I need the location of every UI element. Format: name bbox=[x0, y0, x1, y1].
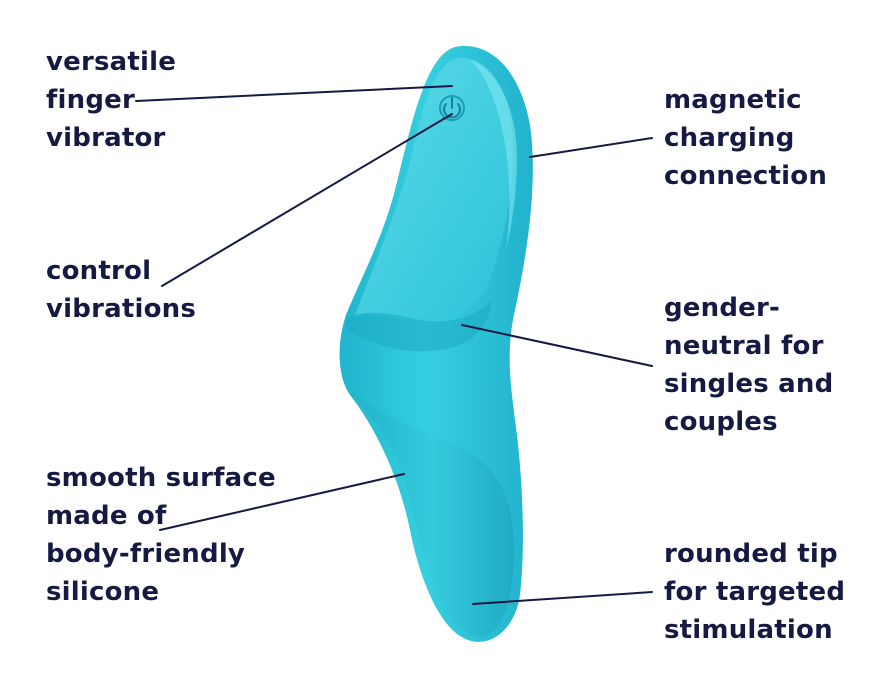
product-lip bbox=[346, 300, 492, 352]
leader-versatile bbox=[135, 85, 453, 102]
label-line: charging bbox=[664, 123, 795, 153]
label-line: gender- bbox=[664, 293, 781, 323]
label-control: control vibrations bbox=[46, 252, 196, 328]
label-line: control bbox=[46, 256, 152, 286]
label-line: vibrator bbox=[46, 123, 166, 153]
label-line: rounded tip bbox=[664, 539, 838, 569]
power-icon[interactable] bbox=[439, 95, 465, 121]
product-cradle bbox=[354, 57, 513, 321]
label-line: neutral for bbox=[664, 331, 824, 361]
label-magnetic: magnetic charging connection bbox=[664, 81, 827, 195]
label-gender: gender- neutral for singles and couples bbox=[664, 289, 833, 441]
label-line: magnetic bbox=[664, 85, 802, 115]
leader-rounded bbox=[472, 591, 653, 605]
label-rounded: rounded tip for targeted stimulation bbox=[664, 535, 845, 649]
label-line: for targeted bbox=[664, 577, 846, 607]
label-smooth: smooth surface made of body-friendly sil… bbox=[46, 459, 276, 611]
product-highlight bbox=[470, 60, 517, 250]
leader-smooth bbox=[159, 473, 405, 531]
leader-magnetic bbox=[529, 137, 653, 158]
label-line: made of bbox=[46, 501, 167, 531]
label-line: silicone bbox=[46, 577, 160, 607]
label-line: connection bbox=[664, 161, 828, 191]
label-line: versatile bbox=[46, 47, 177, 77]
label-line: finger bbox=[46, 85, 136, 115]
product-grip bbox=[352, 392, 515, 637]
leader-control bbox=[161, 113, 453, 287]
label-line: stimulation bbox=[664, 615, 833, 645]
leader-gender bbox=[461, 324, 653, 367]
label-line: smooth surface bbox=[46, 463, 276, 493]
label-line: vibrations bbox=[46, 294, 197, 324]
label-line: singles and bbox=[664, 369, 834, 399]
label-versatile: versatile finger vibrator bbox=[46, 43, 176, 157]
label-line: couples bbox=[664, 407, 778, 437]
label-line: body-friendly bbox=[46, 539, 246, 569]
